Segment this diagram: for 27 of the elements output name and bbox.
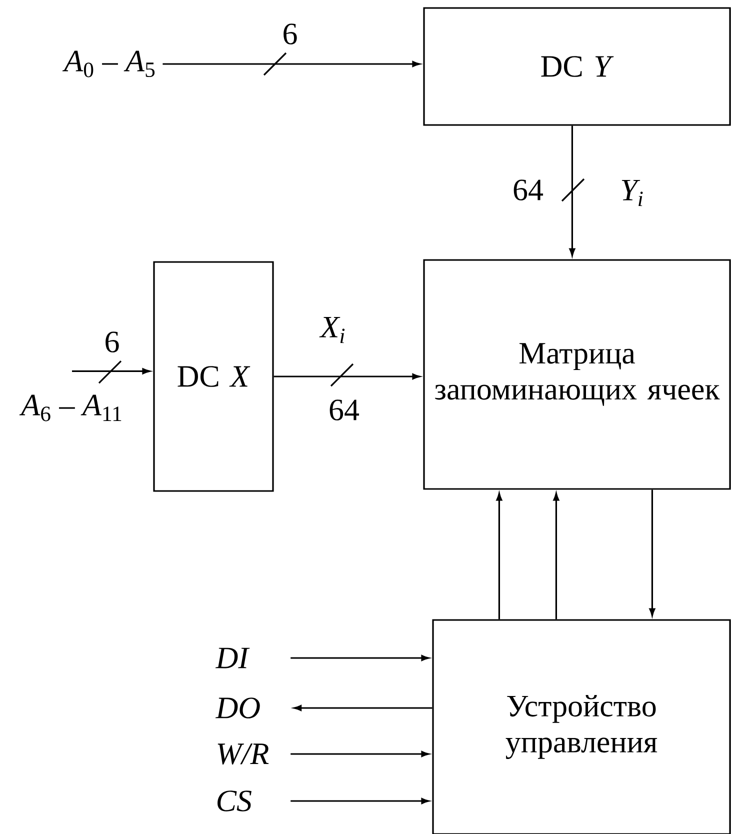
edge-label: 6 bbox=[103, 330, 121, 354]
signal-label: X$_{i}$ bbox=[319, 316, 345, 344]
arrow bbox=[290, 655, 430, 662]
signal-label: DI bbox=[215, 648, 250, 668]
arrow bbox=[72, 368, 150, 374]
arrow bbox=[553, 492, 560, 620]
signal-label: Y$_{i}$ bbox=[622, 180, 643, 206]
edge-label: 6 bbox=[281, 22, 299, 46]
arrow bbox=[290, 798, 430, 804]
arrow bbox=[162, 61, 420, 67]
edge-label: 64 bbox=[512, 178, 544, 202]
signal-label: A$_{0}$ – A$_{5}$ bbox=[62, 50, 155, 78]
arrow bbox=[569, 126, 576, 256]
block-box: DC Y bbox=[423, 7, 731, 126]
signal-label: CS bbox=[218, 790, 252, 812]
arrow bbox=[649, 490, 656, 616]
arrow bbox=[496, 492, 502, 620]
signal-label: A$_{6}$ – A$_{11}$ bbox=[19, 394, 122, 422]
signal-label: W/R bbox=[218, 744, 269, 764]
signal-label: DO bbox=[215, 698, 260, 718]
arrow bbox=[294, 705, 432, 712]
block-box: DC X bbox=[153, 261, 274, 492]
arrow bbox=[290, 751, 430, 758]
block-box: Матрица запоминающих ячеек bbox=[423, 259, 731, 490]
edge-label: 64 bbox=[328, 398, 360, 422]
arrow bbox=[274, 374, 420, 380]
block-box: Устройство управления bbox=[432, 619, 731, 834]
